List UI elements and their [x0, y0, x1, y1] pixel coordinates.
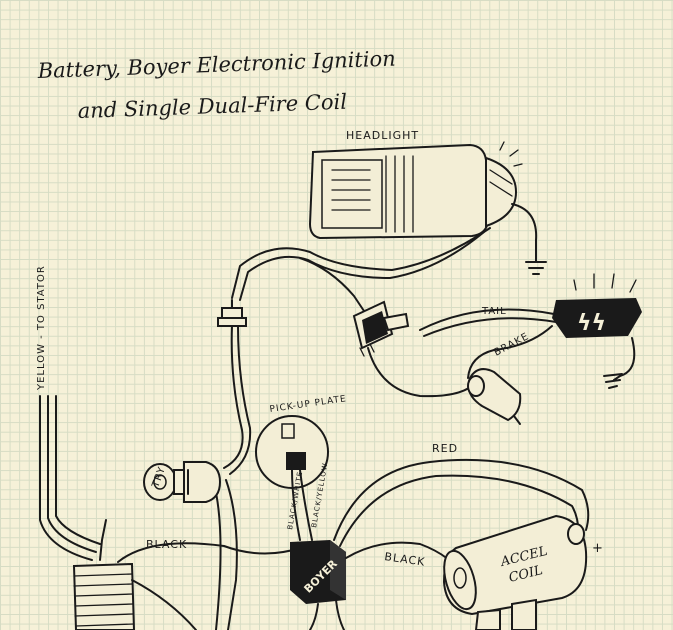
svg-text:ϟϟ: ϟϟ	[577, 311, 606, 336]
boyer-wire-bottom-2	[335, 599, 345, 630]
red-wire-2	[339, 474, 580, 547]
ignition-feed-wire	[223, 325, 244, 469]
pickup-plate	[255, 415, 329, 489]
brake-wire	[467, 325, 553, 379]
switch-to-brake-wire	[367, 347, 481, 398]
stator-wire-3	[55, 395, 101, 545]
tail-wire	[419, 308, 555, 331]
brake-switch	[467, 368, 522, 425]
headlight-feed-wire	[231, 227, 491, 299]
label-plus: +	[592, 541, 604, 556]
tail-light: ϟϟ	[552, 273, 642, 338]
headlight-ground-wire	[511, 203, 538, 263]
boyer-box	[290, 540, 346, 604]
ground-wire-bottom	[131, 579, 197, 630]
key-switch-wire	[225, 479, 238, 630]
toggle-switch	[352, 300, 410, 357]
label-stator: YELLOW - TO STATOR	[36, 265, 47, 391]
pickup-wire-2	[299, 469, 313, 541]
label-headlight: HEADLIGHT	[346, 129, 419, 142]
accel-coil	[442, 514, 588, 630]
black-wire-left	[117, 542, 301, 563]
boyer-wire-bottom	[309, 603, 319, 630]
headlight	[308, 141, 523, 240]
label-red: RED	[432, 442, 458, 455]
pickup-wire-1	[291, 469, 301, 541]
label-tail: TAIL	[481, 306, 507, 317]
battery	[72, 562, 136, 630]
headlight-ground-icon	[525, 261, 547, 275]
label-brake: BRAKE	[492, 331, 531, 359]
label-black-left: BLACK	[146, 538, 187, 551]
tail-ground-icon	[603, 373, 623, 389]
label-pickup: PICK-UP PLATE	[269, 394, 347, 415]
label-black-right: BLACK	[384, 550, 427, 569]
ignition-feed-wire-2	[229, 325, 252, 475]
red-wire	[333, 458, 590, 541]
key-switch-wire-2	[213, 483, 222, 630]
key-switch	[143, 461, 222, 503]
stator-wire-2	[47, 395, 97, 553]
battery-wire	[99, 519, 107, 561]
stator-wire-1	[39, 395, 93, 561]
tail-ground-wire	[613, 337, 636, 381]
headlight-feed-wire-2	[239, 231, 485, 301]
switch-feed-wire	[299, 257, 367, 315]
title-line-2: and Single Dual-Fire Coil	[77, 90, 347, 123]
tail-wire-2	[423, 317, 557, 337]
inline-connector	[217, 299, 247, 327]
title-line-1: Battery, Boyer Electronic Ignition	[36, 47, 396, 84]
